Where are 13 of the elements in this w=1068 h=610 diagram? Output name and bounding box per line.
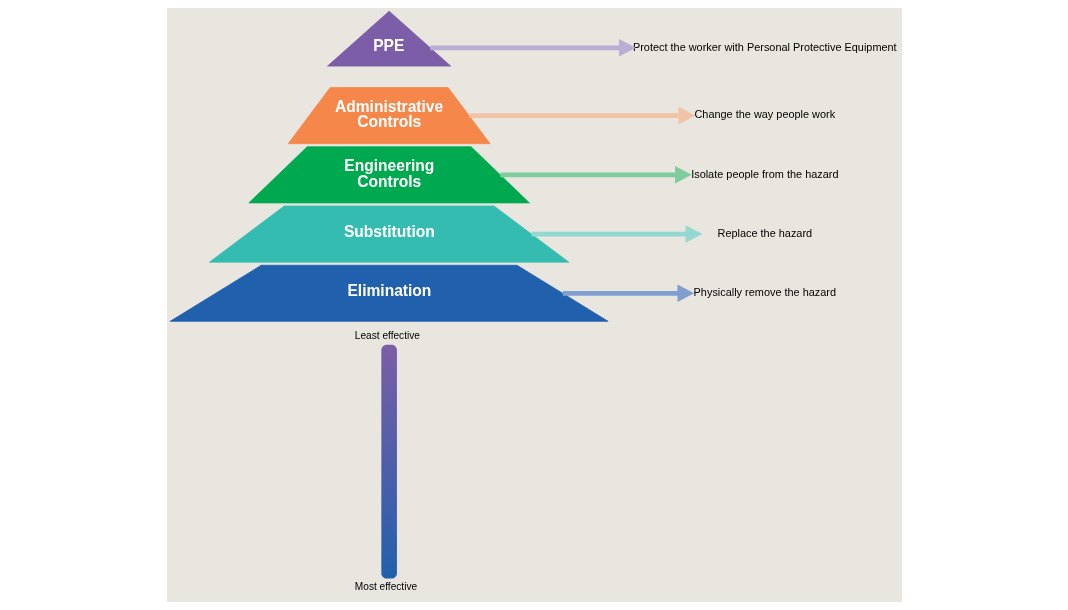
node-bar bbox=[380, 344, 397, 579]
arrow bbox=[429, 39, 636, 57]
arrow bbox=[562, 284, 694, 303]
node-text: Change the way people work bbox=[693, 108, 835, 121]
node-label: Most effective bbox=[354, 580, 417, 592]
node-label: Least effective bbox=[354, 329, 420, 341]
node-text: Replace the hazard bbox=[717, 226, 812, 239]
arrow bbox=[468, 106, 695, 125]
node-text: Protect the worker with Personal Protective Equipment bbox=[632, 40, 897, 53]
node-text: Physically remove the hazard bbox=[693, 286, 836, 299]
arrow bbox=[499, 166, 692, 184]
arrow bbox=[531, 225, 702, 243]
node-text: Isolate people from the hazard bbox=[690, 167, 838, 180]
